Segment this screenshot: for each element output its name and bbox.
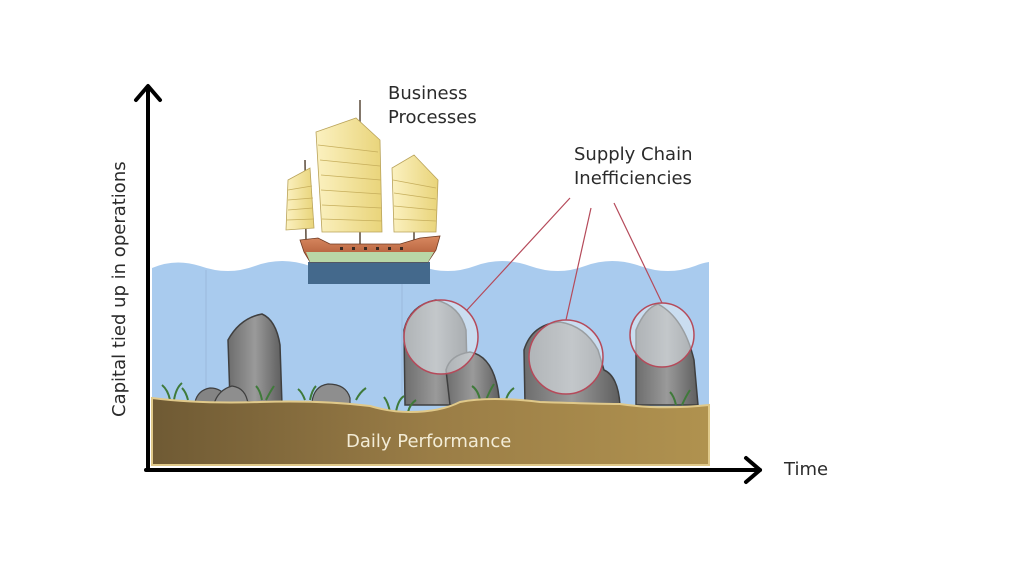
seabed [151,396,710,466]
x-axis [144,456,762,484]
highlight-circle [528,319,604,395]
rock-icon [213,385,249,405]
rocks-label: Supply Chain Inefficiencies [574,143,692,191]
rock-icon [311,383,351,405]
ship-label: Business Processes [388,82,477,130]
rocks-label-line-1: Supply Chain [574,144,693,165]
highlight-circle [403,299,479,375]
rock-icon [227,313,283,406]
inefficiency-highlights [403,299,695,395]
junk-ship-icon [285,100,441,284]
y-axis [134,84,162,472]
ship-label-line-1: Business [388,83,468,104]
x-axis-label: Time [784,459,829,480]
leader-lines [466,197,663,321]
seabed-label: Daily Performance [346,431,512,452]
rocks-label-line-2: Inefficiencies [574,168,692,189]
ship-label-line-2: Processes [388,107,477,128]
highlight-circle [629,302,695,368]
y-axis-label: Capital tied up in operations [109,161,130,417]
